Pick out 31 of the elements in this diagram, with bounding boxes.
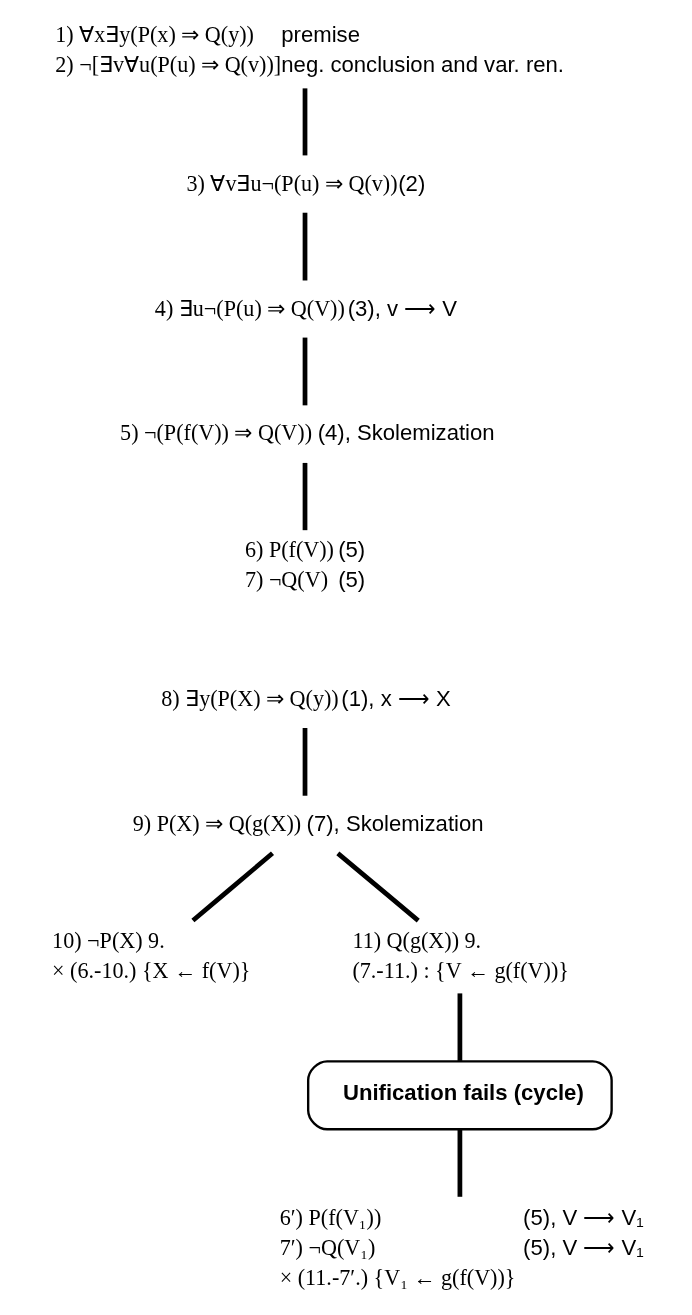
node-label: premise xyxy=(280,22,360,48)
connector xyxy=(302,212,307,281)
node-text: 3) ∀v∃u¬(P(u) ⇒ Q(v)) xyxy=(185,170,398,196)
node-label: (5) xyxy=(337,567,365,593)
node-label: (5), V ⟶ V₁ xyxy=(522,1205,644,1231)
connector xyxy=(302,462,307,531)
connector xyxy=(302,88,307,156)
connector xyxy=(302,337,307,406)
connector xyxy=(457,993,462,1061)
node-text: 5) ¬(P(f(V)) ⇒ Q(V)) xyxy=(119,420,312,446)
node-text: 9) P(X) ⇒ Q(g(X)) xyxy=(132,810,301,836)
connector xyxy=(335,851,420,923)
node-label: neg. conclusion and var. ren. xyxy=(280,52,564,78)
node-label: (1), x ⟶ X xyxy=(340,686,451,712)
node-label: (5) xyxy=(337,537,365,563)
node-label: (4), Skolemization xyxy=(317,420,495,446)
node-label: (3), v ⟶ V xyxy=(347,295,457,321)
node-label: (2) xyxy=(397,170,425,196)
node-text: 11) Q(g(X)) 9. (7.-11.) : {V ← g(f(V))} xyxy=(351,927,569,983)
node-text: 8) ∃y(P(X) ⇒ Q(y)) xyxy=(160,686,339,712)
node-text: 6) P(f(V)) 7) ¬Q(V) xyxy=(244,537,334,593)
node-label: (5), V ⟶ V₁ xyxy=(522,1235,644,1261)
node-label: (7), Skolemization xyxy=(306,810,484,836)
node-text: 10) ¬P(X) 9. × (6.-10.) {X ← f(V)} xyxy=(51,927,250,983)
node-text: 4) ∃u¬(P(u) ⇒ Q(V)) xyxy=(154,295,345,321)
connector xyxy=(302,728,307,796)
node-text: 6′) P(f(V₁)) 7′) ¬Q(V₁) × (11.-7′.) {V₁ ← g(f(V))} xyxy=(279,1205,515,1291)
node-text: 1) ∀x∃y(P(x) ⇒ Q(y)) 2) ¬[∃v∀u(P(u) ⇒ Q(v))] xyxy=(54,22,281,78)
connector xyxy=(190,851,274,923)
node-box: Unification fails (cycle) xyxy=(306,1060,613,1131)
connector xyxy=(457,1129,462,1197)
